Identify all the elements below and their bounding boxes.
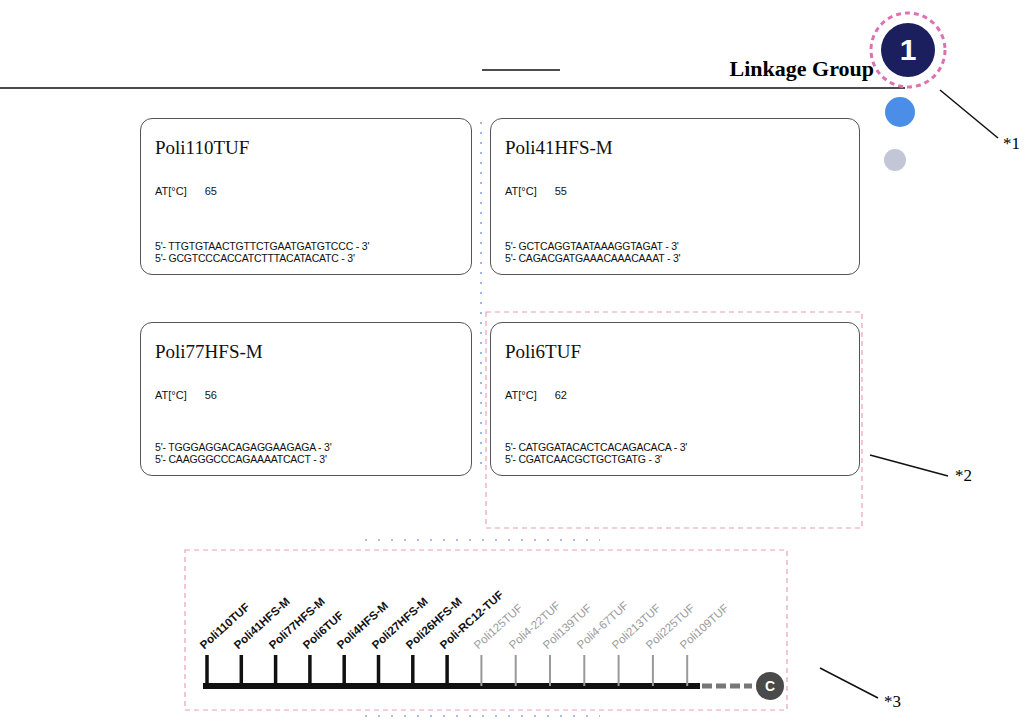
spacer bbox=[505, 197, 845, 240]
callout-number: *2 bbox=[955, 466, 972, 486]
primer-sequence: 5'- CAAGGGCCCAGAAAATCACT - 3' bbox=[155, 453, 457, 465]
marker-tick bbox=[445, 655, 449, 686]
marker-tick bbox=[377, 655, 381, 686]
callout-number: *3 bbox=[884, 692, 901, 712]
dashed-ring bbox=[871, 13, 945, 87]
marker-tick bbox=[618, 655, 620, 686]
header-rule bbox=[0, 87, 905, 89]
annealing-value: 56 bbox=[205, 389, 217, 401]
primer-sequence: 5'- CGATCAACGCTGCTGATG - 3' bbox=[505, 453, 845, 465]
primer-sequence: 5'- TGGGAGGACAGAGGAAGAGA - 3' bbox=[155, 441, 457, 453]
highlight-frame bbox=[486, 312, 862, 528]
annealing-label: AT[°C] bbox=[155, 389, 187, 401]
leader-line bbox=[820, 668, 878, 698]
marker-tick bbox=[686, 655, 688, 686]
primer-sequence: 5'- CAGACGATGAAACAAACAAAT - 3' bbox=[505, 252, 845, 264]
marker-card: Poli41HFS-M AT[°C] 55 5'- GCTCAGGTAATAAAGGT… bbox=[490, 118, 860, 275]
marker-tick bbox=[652, 655, 654, 686]
dotted-line bbox=[365, 539, 600, 541]
annealing-value: 62 bbox=[555, 389, 567, 401]
annealing-value: 65 bbox=[205, 185, 217, 197]
marker-tick bbox=[274, 655, 278, 686]
number-badge: C bbox=[756, 672, 784, 700]
annealing-row: AT[°C] 62 bbox=[505, 389, 845, 401]
marker-tick bbox=[515, 655, 517, 686]
marker-tick bbox=[411, 655, 415, 686]
marker-name: Poli110TUF bbox=[155, 137, 457, 159]
marker-tick bbox=[342, 655, 346, 686]
number-badge: 1 bbox=[881, 23, 935, 77]
leader-line bbox=[940, 90, 998, 138]
marker-name: Poli6TUF bbox=[505, 341, 845, 363]
badge-text: 1 bbox=[900, 33, 917, 67]
dotted-line bbox=[365, 715, 600, 717]
annealing-row: AT[°C] 65 bbox=[155, 185, 457, 197]
marker-card: Poli110TUF AT[°C] 65 5'- TTGTGTAACTGTTCTGAA… bbox=[140, 118, 472, 275]
marker-card: Poli77HFS-M AT[°C] 56 5'- TGGGAGGACAGAGGAAG… bbox=[140, 322, 472, 476]
spacer bbox=[505, 401, 845, 441]
marker-name: Poli77HFS-M bbox=[155, 341, 457, 363]
title-dash bbox=[482, 69, 560, 71]
linkage-bar-dashed bbox=[702, 684, 752, 689]
dotted-divider bbox=[480, 122, 482, 470]
callout-number: *1 bbox=[1003, 134, 1020, 154]
marker-tick bbox=[583, 655, 585, 686]
spacer bbox=[155, 401, 457, 441]
annealing-value: 55 bbox=[555, 185, 567, 197]
annealing-row: AT[°C] 55 bbox=[505, 185, 845, 197]
grey-dot bbox=[884, 149, 906, 171]
primer-sequence: 5'- GCTCAGGTAATAAAGGTAGAT - 3' bbox=[505, 240, 845, 252]
blue-dot bbox=[885, 97, 915, 127]
marker-name: Poli41HFS-M bbox=[505, 137, 845, 159]
leader-line bbox=[870, 455, 948, 476]
badge-text: C bbox=[765, 678, 775, 694]
annealing-label: AT[°C] bbox=[155, 185, 187, 197]
marker-tick bbox=[549, 655, 551, 686]
highlight-frame bbox=[185, 550, 787, 710]
marker-tick bbox=[480, 655, 482, 686]
annealing-label: AT[°C] bbox=[505, 185, 537, 197]
marker-card: Poli6TUF AT[°C] 62 5'- CATGGATACACTCACAGACA… bbox=[490, 322, 860, 476]
annealing-label: AT[°C] bbox=[505, 389, 537, 401]
marker-tick bbox=[240, 655, 244, 686]
linkage-bar bbox=[203, 683, 700, 689]
annealing-row: AT[°C] 56 bbox=[155, 389, 457, 401]
marker-tick bbox=[308, 655, 312, 686]
spacer bbox=[155, 197, 457, 240]
marker-tick bbox=[205, 655, 209, 686]
primer-sequence: 5'- GCGTCCCACCATCTTTACATACATC - 3' bbox=[155, 252, 457, 264]
primer-sequence: 5'- CATGGATACACTCACAGACACA - 3' bbox=[505, 441, 845, 453]
primer-sequence: 5'- TTGTGTAACTGTTCTGAATGATGTCCC - 3' bbox=[155, 240, 457, 252]
diagram-title: Linkage Group bbox=[730, 56, 874, 82]
